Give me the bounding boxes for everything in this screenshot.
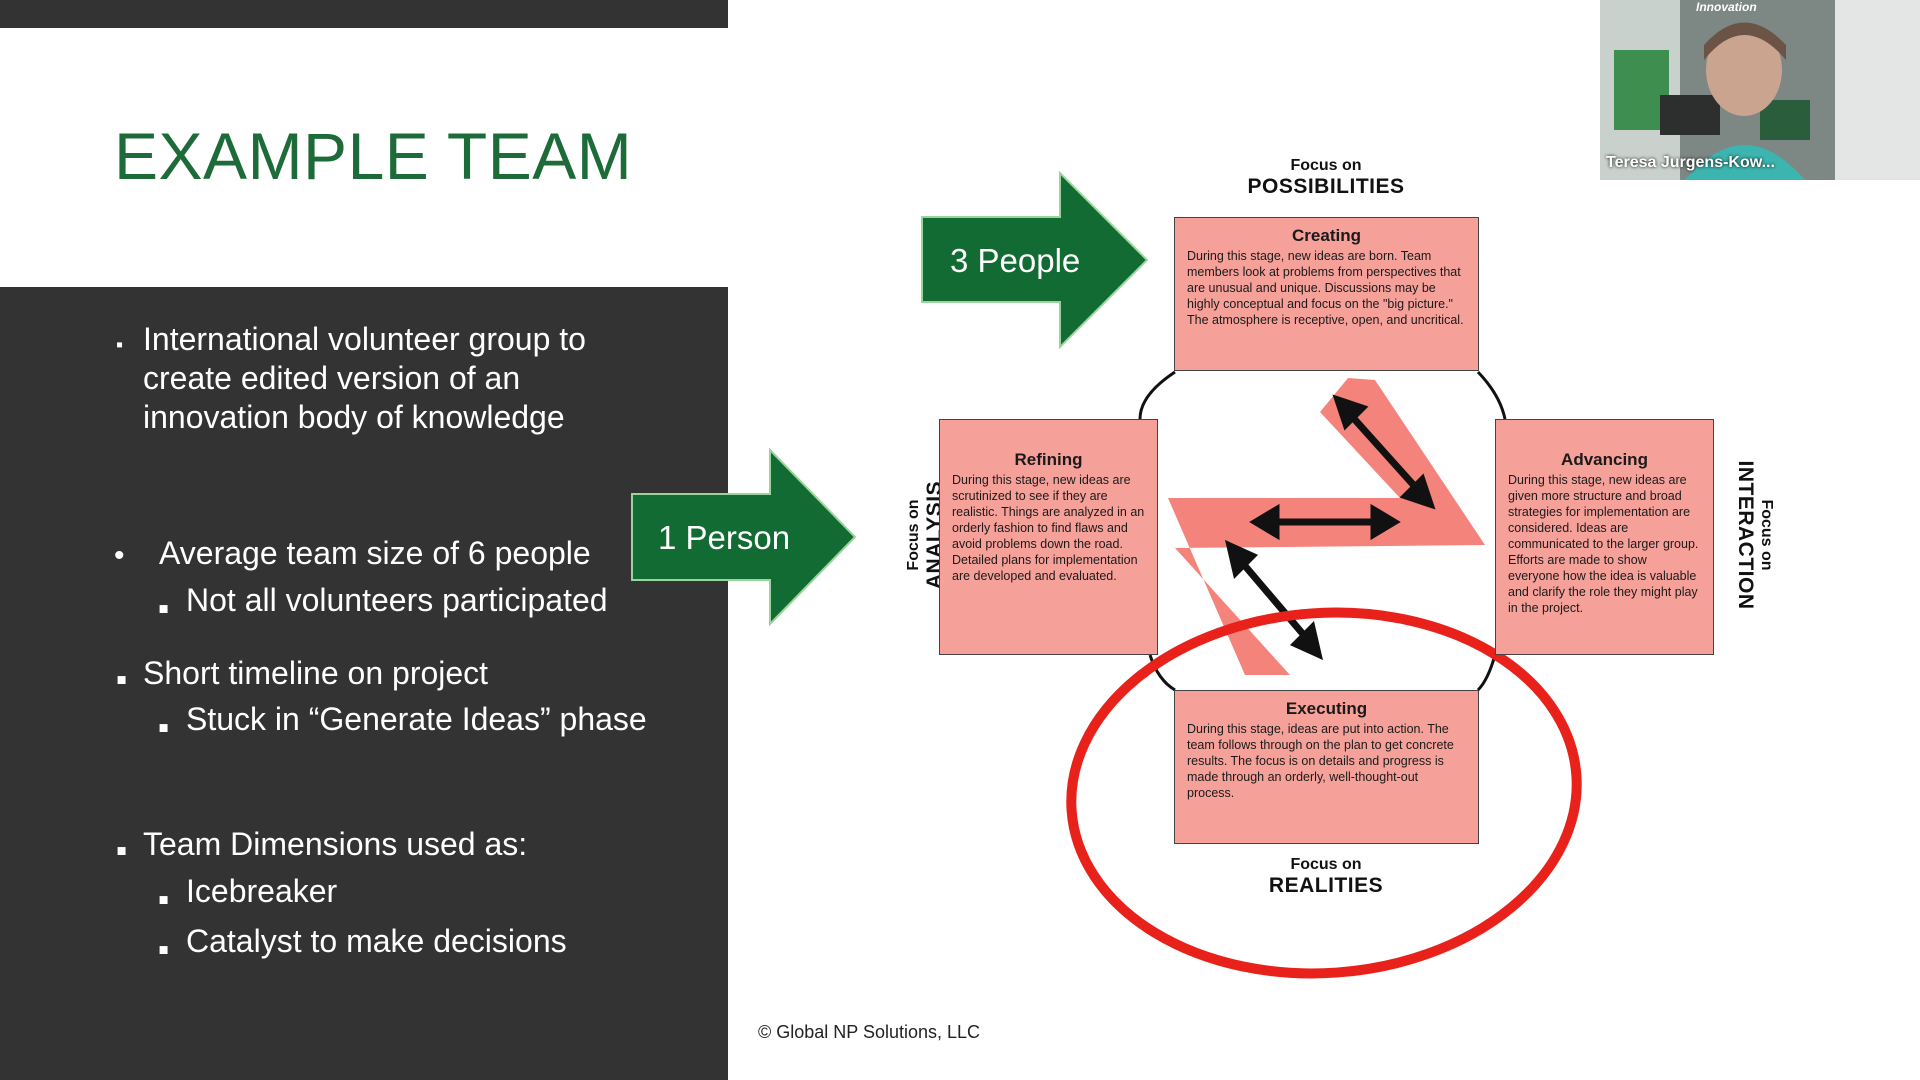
bullet-3-text: Short timeline on project bbox=[143, 655, 489, 691]
stage-title: Refining bbox=[1014, 450, 1083, 469]
stage-description: During this stage, ideas are put into ac… bbox=[1187, 722, 1454, 800]
stage-box-advancing: Advancing During this stage, new ideas a… bbox=[1495, 419, 1714, 655]
bullet-4-text: Team Dimensions used as: bbox=[143, 826, 528, 862]
bullet-panel bbox=[0, 287, 728, 1080]
bullet-marker: • bbox=[114, 539, 125, 572]
arrow-1-person bbox=[631, 447, 857, 627]
sub-bullet-marker: ▪ bbox=[158, 881, 170, 917]
bullet-2-sub: Not all volunteers participated bbox=[186, 582, 608, 618]
participant-name: Teresa Jurgens-Kow... bbox=[1606, 154, 1775, 171]
bullet-2-text: Average team size of 6 people bbox=[159, 535, 591, 571]
sub-bullet-marker: ▪ bbox=[158, 709, 170, 745]
participant-video-frame bbox=[1600, 0, 1920, 180]
bullet-1-line-3: innovation body of knowledge bbox=[143, 399, 565, 435]
zigzag-shape bbox=[1168, 378, 1485, 675]
bullet-1-line-2: create edited version of an bbox=[143, 360, 521, 396]
double-arrow-icon bbox=[1224, 539, 1324, 661]
bullet-1-text: International volunteer group to create … bbox=[143, 320, 586, 437]
double-arrow-icon bbox=[1249, 503, 1401, 541]
copyright-notice: © Global NP Solutions, LLC bbox=[758, 1022, 981, 1042]
focus-label-small: Focus on bbox=[1290, 856, 1362, 873]
stage-title: Executing bbox=[1285, 699, 1368, 718]
bullet-3-sub: Stuck in “Generate Ideas” phase bbox=[186, 701, 647, 737]
participant-video-tile[interactable]: Innovation Teresa Jurgens-Kow... bbox=[1600, 0, 1920, 180]
bullet-marker: ▪ bbox=[116, 334, 124, 356]
arrow-3-people-label: 3 People bbox=[950, 242, 1080, 279]
webcam-sign-text: Innovation bbox=[1696, 0, 1757, 14]
stage-box-refining: Refining During this stage, new ideas ar… bbox=[939, 419, 1158, 655]
connector-arc bbox=[1148, 654, 1176, 692]
bullet-4-sub-1: Icebreaker bbox=[186, 873, 338, 909]
focus-label-small: Focus on bbox=[1758, 499, 1775, 571]
bullet-marker: ▪ bbox=[116, 832, 128, 868]
bullet-marker: ▪ bbox=[116, 661, 128, 697]
focus-label-small: Focus on bbox=[1290, 157, 1362, 174]
focus-possibilities: Focus on POSSIBILITIES bbox=[1226, 157, 1426, 199]
stage-description: During this stage, new ideas are given m… bbox=[1508, 473, 1699, 615]
highlight-ring bbox=[1066, 607, 1582, 979]
focus-label-small: Focus on bbox=[905, 499, 922, 571]
focus-label-big: INTERACTION bbox=[1734, 460, 1757, 610]
focus-label-big: POSSIBILITIES bbox=[1247, 175, 1405, 198]
arrow-1-person-label: 1 Person bbox=[658, 519, 790, 556]
connector-arc bbox=[1476, 654, 1497, 692]
bullet-4-sub-2: Catalyst to make decisions bbox=[186, 923, 567, 959]
stage-description: During this stage, new ideas are born. T… bbox=[1187, 249, 1464, 327]
sub-bullet-marker: ▪ bbox=[158, 590, 170, 626]
connector-arc bbox=[1476, 370, 1507, 420]
focus-label-big: REALITIES bbox=[1268, 874, 1384, 897]
stage-description: During this stage, new ideas are scrutin… bbox=[952, 473, 1145, 583]
connector-arc bbox=[1138, 370, 1176, 420]
bullet-1-line-1: International volunteer group to bbox=[143, 321, 586, 357]
stage-box-creating: Creating During this stage, new ideas ar… bbox=[1174, 217, 1479, 371]
arrow-3-people bbox=[921, 170, 1149, 350]
double-arrow-icon bbox=[1332, 394, 1436, 510]
stage-box-executing: Executing During this stage, ideas are p… bbox=[1174, 690, 1479, 844]
stage-title: Creating bbox=[1292, 226, 1361, 245]
slide-title: EXAMPLE TEAM bbox=[114, 119, 633, 193]
top-bar bbox=[0, 0, 728, 28]
stage-title: Advancing bbox=[1561, 450, 1648, 469]
sub-bullet-marker: ▪ bbox=[158, 931, 170, 967]
focus-realities: Focus on REALITIES bbox=[1226, 856, 1426, 898]
